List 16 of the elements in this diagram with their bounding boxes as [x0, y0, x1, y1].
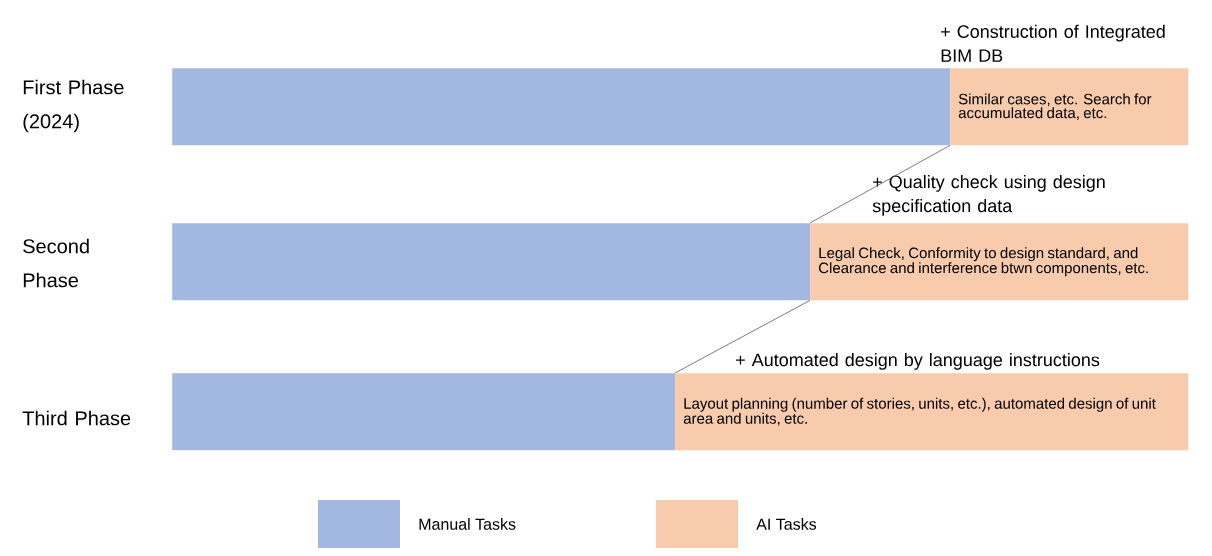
legend-label: AI Tasks	[756, 518, 817, 530]
phase-label: First Phase (2024)	[23, 79, 124, 133]
manual-task-bar	[172, 68, 951, 146]
ai-task-bar: Similar cases, etc. Search for accumulated data, etc.	[950, 68, 1189, 146]
connector-line	[809, 145, 951, 224]
phase-label: Third Phase	[22, 410, 131, 426]
ai-task-bar: Legal Check, Conformity to design standard, and Clearance and interference btwn components, etc.	[810, 223, 1189, 301]
task-heading: + Quality check using design specification data	[872, 175, 1105, 216]
ai-task-bar: Layout planning (number of stories, units, etc.), automated design of unit area and units, etc.	[675, 373, 1189, 451]
phase-label: Second Phase	[23, 238, 89, 288]
task-heading: + Automated design by language instructions	[736, 353, 1100, 370]
legend-label: Manual Tasks	[419, 518, 516, 530]
task-heading: + Construction of Integrated BIM DB	[941, 24, 1165, 62]
manual-task-bar	[172, 223, 811, 301]
manual-task-bar	[172, 373, 676, 451]
connector-line	[674, 300, 811, 374]
